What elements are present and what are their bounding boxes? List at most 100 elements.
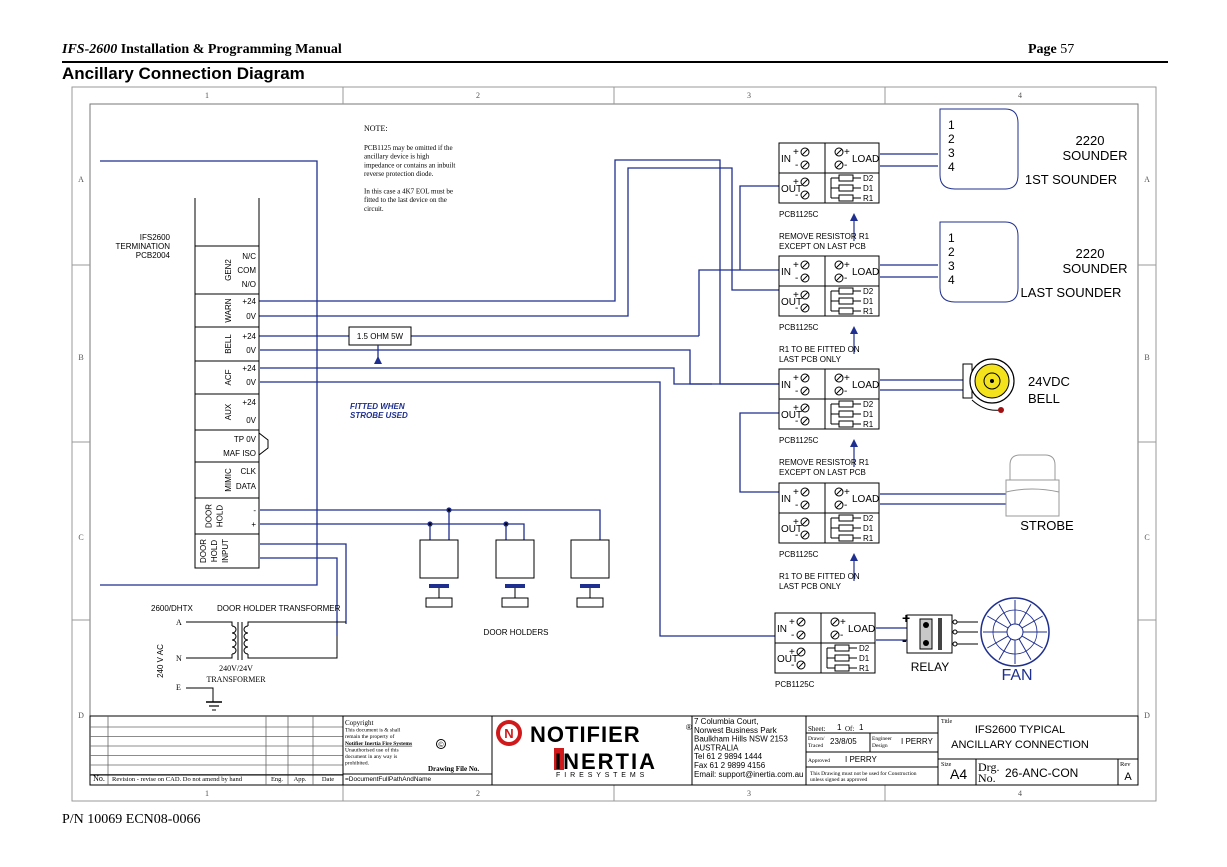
sounder-body — [939, 221, 1019, 303]
component — [838, 534, 854, 542]
pcb-minus: - — [795, 500, 798, 511]
pcb-note: LAST PCB ONLY — [779, 582, 842, 591]
drawn-label: Drawn/ — [808, 736, 825, 742]
pcb-minus: - — [844, 500, 847, 511]
relay-label: RELAY — [911, 660, 949, 674]
wire — [260, 381, 780, 637]
sounder-terminal: 1 — [948, 118, 955, 132]
pcb-load-label: LOAD — [852, 267, 879, 278]
terminal-group-name: AUX — [224, 403, 233, 420]
copyright-line: prohibited. — [345, 761, 370, 767]
terminal-group — [194, 497, 260, 535]
door-holder — [495, 539, 535, 608]
component — [834, 644, 850, 652]
pcb-plus: + — [844, 373, 850, 384]
screw-terminal — [796, 617, 806, 627]
terminal-group — [194, 461, 260, 499]
notifier-logo-ring — [500, 724, 518, 742]
drawing-number: 26-ANC-CON — [1005, 766, 1078, 780]
screw-terminal — [800, 273, 810, 283]
screw-slot — [801, 387, 809, 395]
pcb-in-block — [778, 255, 880, 287]
note-title: NOTE: — [364, 124, 388, 133]
note-line: circuit. — [364, 205, 384, 213]
junction — [446, 507, 452, 513]
pcb-in-label: IN — [777, 624, 787, 635]
notifier-logo-letter: N — [504, 726, 513, 741]
pcb-out-block — [778, 512, 880, 544]
drg-no-label: No. — [978, 771, 996, 785]
drawing-title: IFS2600 TYPICAL — [975, 724, 1065, 736]
address-line: Norwest Business Park — [694, 726, 778, 735]
size-label: Size — [941, 762, 952, 768]
door-holder-base — [501, 597, 529, 608]
of-number: 1 — [859, 723, 864, 732]
wire — [698, 269, 780, 336]
terminal-group — [194, 429, 260, 463]
screw-terminal — [800, 290, 810, 300]
terminal-group-name: HOLD — [216, 505, 225, 527]
screw-terminal — [800, 403, 810, 413]
grid-row-label: C — [78, 533, 83, 542]
component-label: R1 — [863, 194, 874, 203]
rev-date: Date — [322, 776, 334, 783]
arrow-head — [374, 356, 382, 364]
pcb-out-block — [778, 172, 880, 204]
bell-lead — [971, 399, 1001, 411]
terminal-group-name: HOLD — [210, 540, 219, 562]
screw-slot — [801, 404, 809, 412]
drawing-title: ANCILLARY CONNECTION — [951, 739, 1089, 751]
note-line: fitted to the last device on the — [364, 196, 447, 204]
termination-label: IFS2600 — [140, 233, 171, 242]
pcb-in-block — [778, 142, 880, 174]
grid-column-label: 1 — [205, 91, 209, 100]
terminal-label: 0V — [246, 378, 256, 387]
pcb-out-label: OUT — [777, 654, 798, 665]
grid-row-label: C — [1144, 533, 1149, 542]
pcb-load-label: LOAD — [852, 154, 879, 165]
transformer-terminal: E — [176, 683, 181, 692]
sounder-terminal: 2 — [948, 245, 955, 259]
wire — [260, 367, 780, 385]
transformer-wire — [247, 636, 338, 659]
transformer-wire — [186, 654, 233, 659]
drg-label: Drg. — [978, 760, 999, 774]
titleblock-frame — [89, 715, 1139, 786]
screw-terminal — [796, 630, 806, 640]
pcb-out-label: OUT — [781, 297, 802, 308]
strobe-base — [1005, 479, 1060, 517]
screw-slot — [801, 518, 809, 526]
transformer-winding — [231, 646, 237, 655]
manual-title: IFS-2600 Installation & Programming Manu… — [62, 42, 342, 57]
component — [838, 287, 854, 295]
relay-contact — [923, 622, 929, 628]
screw-terminal — [834, 260, 844, 270]
terminal-group-name: DOOR — [199, 539, 208, 563]
wire — [739, 412, 780, 493]
component-label: D1 — [863, 524, 874, 533]
engineer-label: Engineer — [872, 736, 892, 742]
part-number: P/N 10069 ECN08-0066 — [62, 812, 201, 827]
pcb-plus: + — [793, 177, 799, 188]
sounder-terminal: 3 — [948, 259, 955, 273]
grid-column-label: 4 — [1018, 91, 1022, 100]
terminal-label: 0V — [246, 416, 256, 425]
header-rule — [62, 61, 1168, 63]
bell-label: BELL — [1028, 391, 1060, 406]
transformer-winding — [231, 625, 237, 634]
wiring — [100, 153, 1010, 641]
rev-no: No. — [93, 774, 105, 783]
screw-slot — [801, 274, 809, 282]
approved-label: Approved — [808, 758, 830, 764]
terminal-group — [194, 360, 260, 395]
address-line: Tel 61 2 9894 1444 — [694, 752, 763, 761]
component — [838, 514, 854, 522]
screw-slot — [801, 417, 809, 425]
screw-slot — [835, 261, 843, 269]
grid-column-label: 2 — [476, 789, 480, 798]
screw-terminal — [834, 160, 844, 170]
